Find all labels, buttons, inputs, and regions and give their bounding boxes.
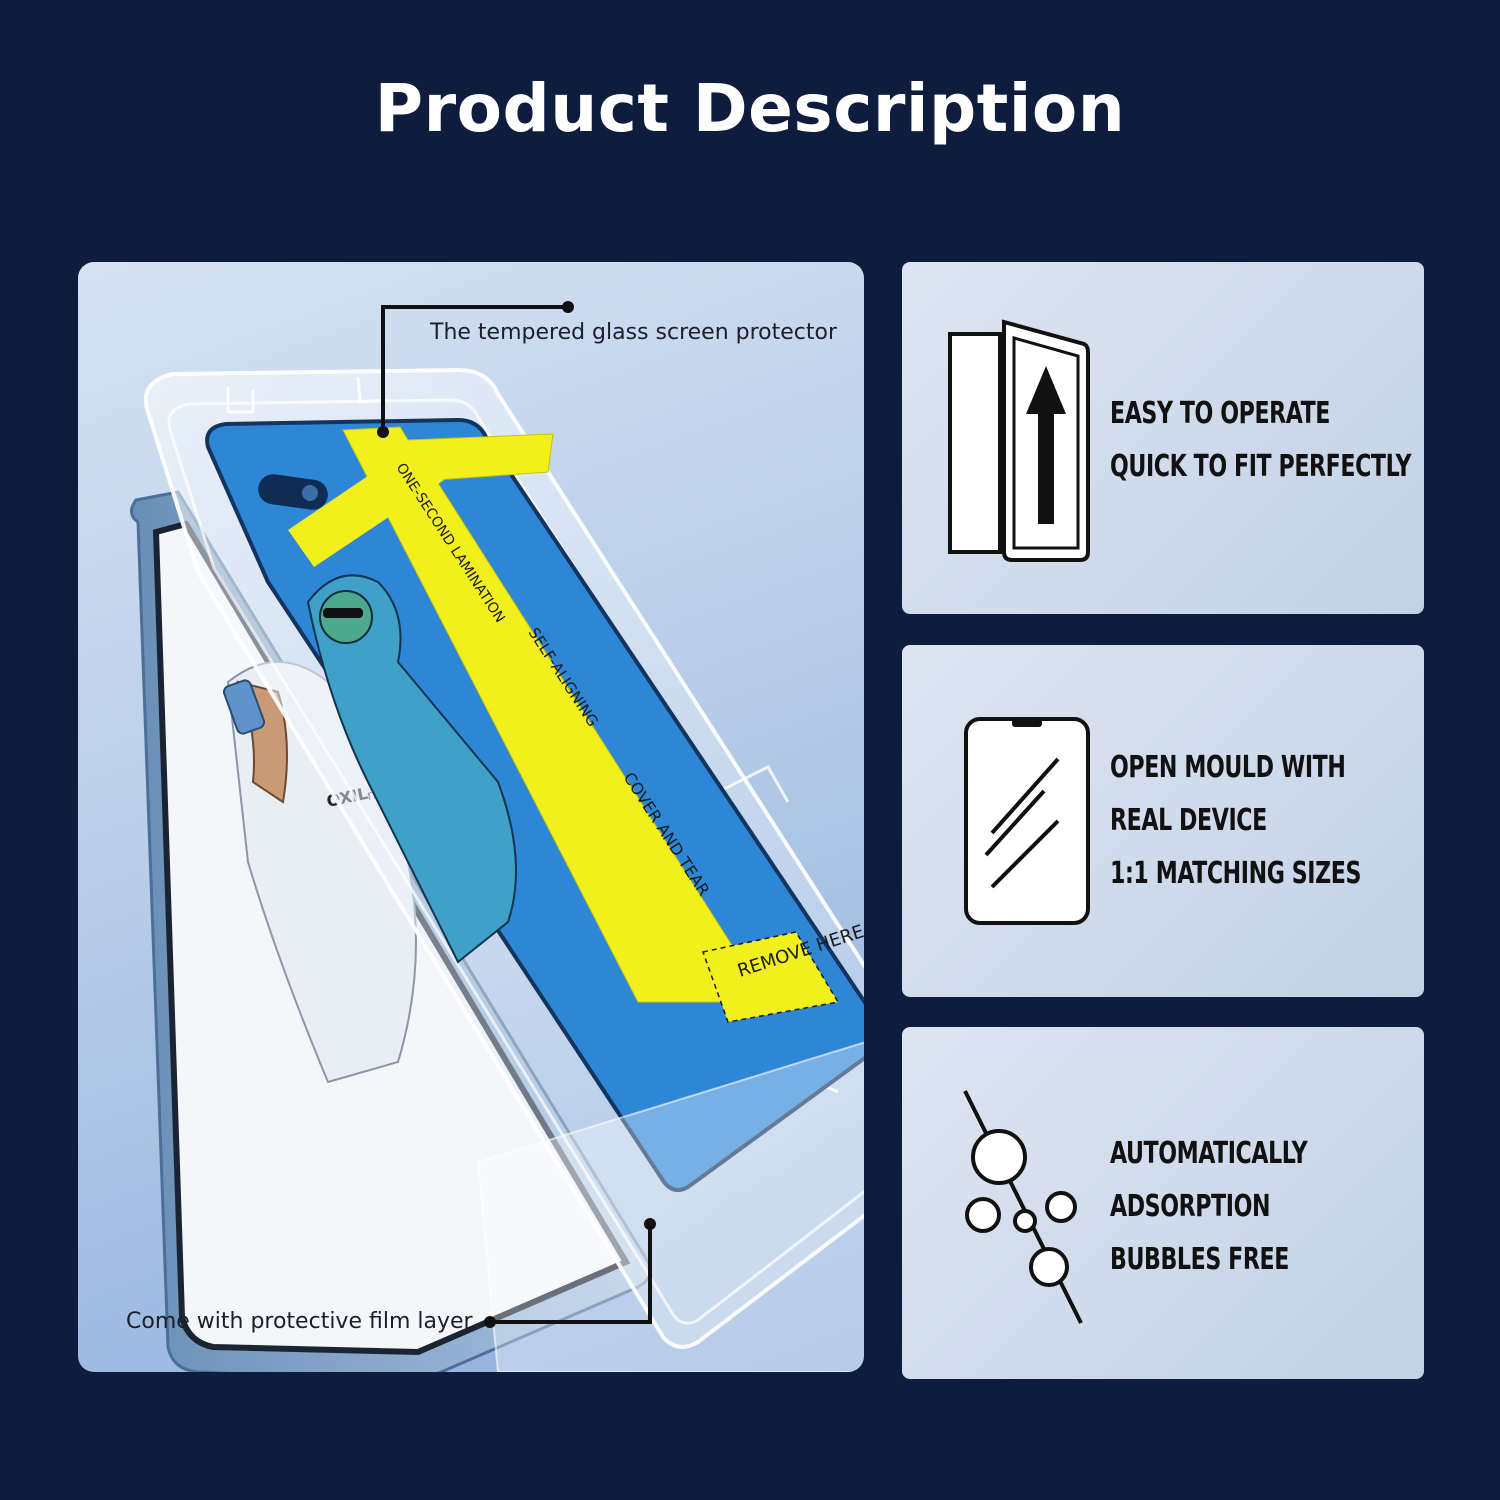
callout-line-top — [377, 301, 574, 438]
bubbles-icon — [963, 1090, 1083, 1324]
phone-outline-icon — [964, 717, 1090, 925]
feature-card-bubbles-free: AUTOMATICALLY ADSORPTION BUBBLES FREE — [902, 1027, 1424, 1379]
feature-line: OPEN MOULD WITH — [1110, 750, 1346, 785]
feature-text-bubbles-free: AUTOMATICALLY ADSORPTION BUBBLES FREE — [1110, 1127, 1308, 1286]
protective-film — [476, 1041, 864, 1372]
feature-card-easy-operate: EASY TO OPERATE QUICK TO FIT PERFECTLY — [902, 262, 1424, 614]
callout-line-bottom — [484, 1218, 656, 1328]
feature-card-open-mould: OPEN MOULD WITH REAL DEVICE 1:1 MATCHING… — [902, 645, 1424, 997]
feature-text-easy-operate: EASY TO OPERATE QUICK TO FIT PERFECTLY — [1110, 387, 1412, 493]
feature-text-open-mould: OPEN MOULD WITH REAL DEVICE 1:1 MATCHING… — [1110, 741, 1361, 900]
callout-tempered-glass: The tempered glass screen protector — [430, 320, 838, 345]
feature-line: AUTOMATICALLY — [1110, 1136, 1308, 1171]
feature-line: REAL DEVICE — [1110, 803, 1267, 838]
product-illustration: OXIL rior REMOVE HERE ON — [130, 301, 864, 1372]
page-title: Product Description — [374, 70, 1126, 147]
slide-up-arrow-icon — [948, 319, 1090, 562]
feature-line: BUBBLES FREE — [1110, 1242, 1289, 1277]
product-illustration-panel: OXIL rior REMOVE HERE ON — [78, 262, 864, 1372]
feature-line: 1:1 MATCHING SIZES — [1110, 856, 1361, 891]
feature-line: EASY TO OPERATE — [1110, 396, 1331, 431]
screen-protector: REMOVE HERE ONE-SECOND LAMINATION SELF-A… — [205, 417, 864, 1193]
feature-line: QUICK TO FIT PERFECTLY — [1110, 449, 1412, 484]
feature-line: ADSORPTION — [1110, 1189, 1271, 1224]
callout-protective-film: Come with protective film layer — [126, 1309, 473, 1334]
